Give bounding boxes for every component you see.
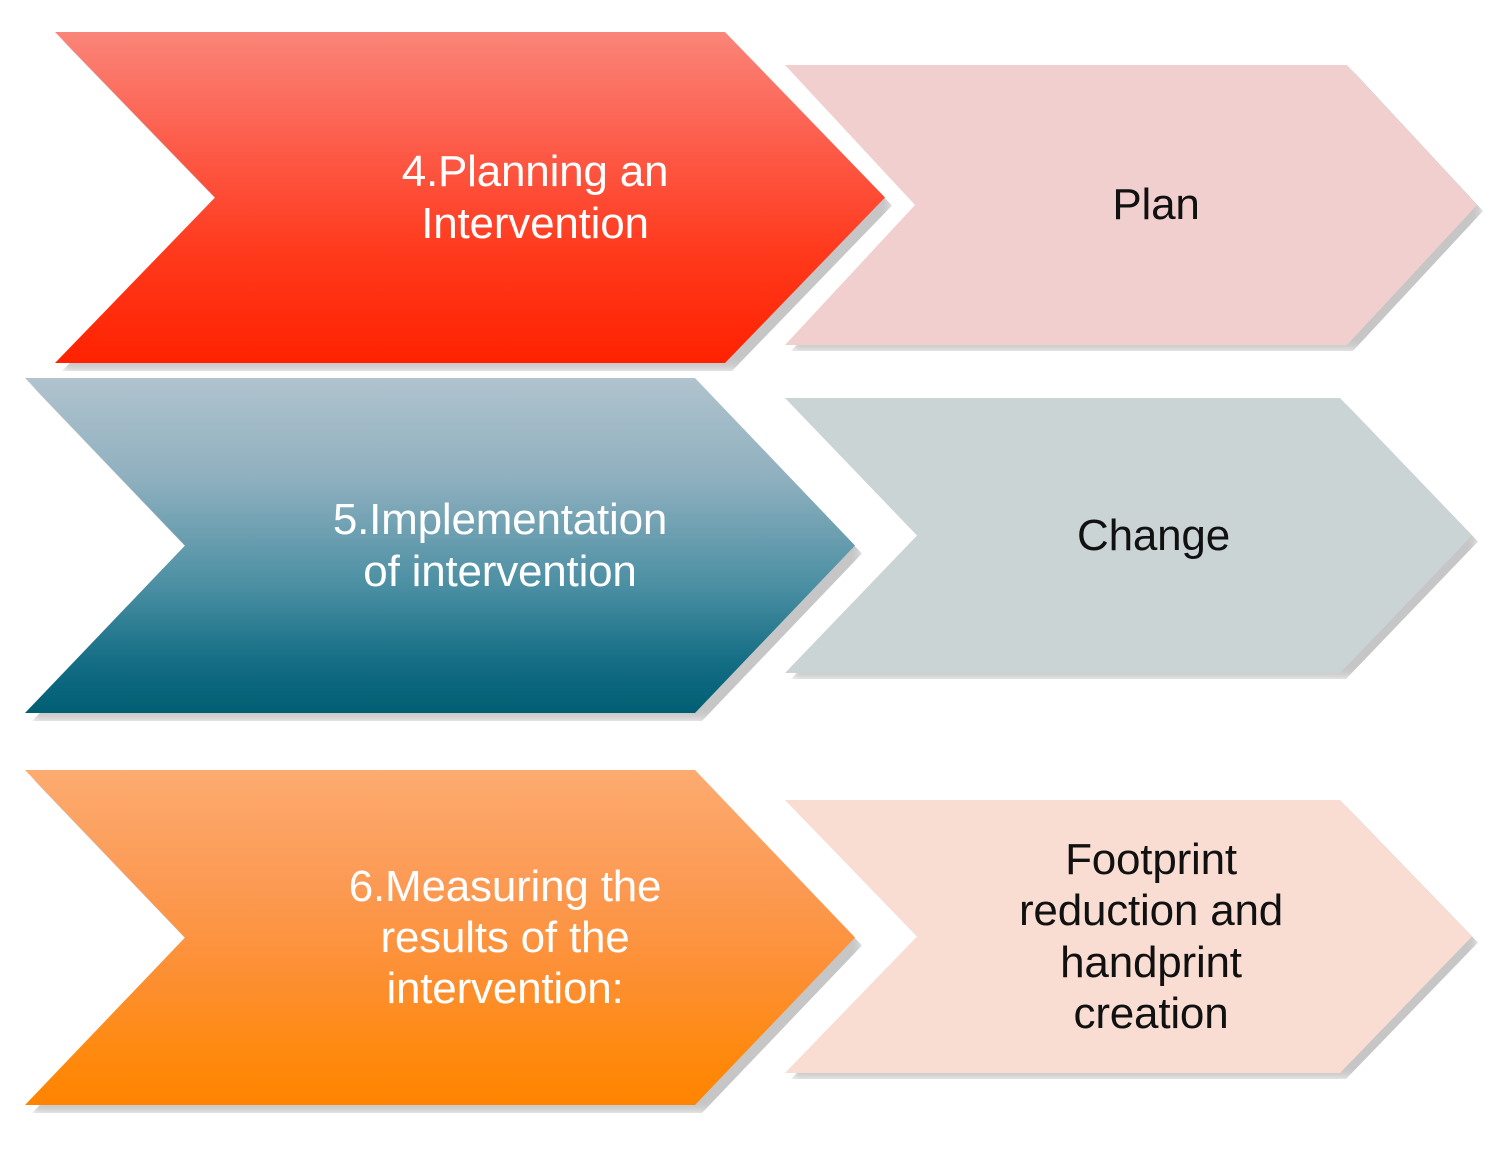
step-6-chevron[interactable]: 6.Measuring the results of the intervent… (25, 770, 855, 1105)
footprint-chevron[interactable]: Footprint reduction and handprint creati… (785, 800, 1472, 1073)
step-6-chevron-label: 6.Measuring the results of the intervent… (348, 861, 662, 1014)
footprint-chevron-label: Footprint reduction and handprint creati… (1018, 835, 1284, 1038)
change-chevron[interactable]: Change (785, 398, 1472, 673)
step-5-chevron-label: 5.Implementation of intervention (332, 495, 668, 596)
plan-chevron-label: Plan (1112, 180, 1200, 230)
step-4-chevron-label: 4.Planning an Intervention (401, 147, 669, 248)
change-chevron-label: Change (1077, 510, 1230, 560)
step-5-chevron[interactable]: 5.Implementation of intervention (25, 378, 855, 713)
step-4-chevron[interactable]: 4.Planning an Intervention (55, 32, 885, 363)
